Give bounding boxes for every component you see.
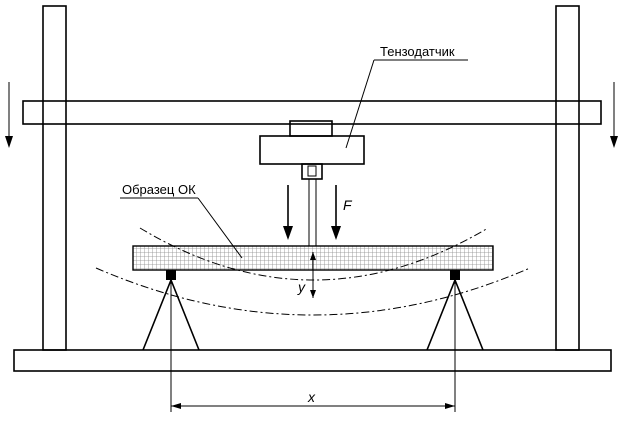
specimen-leader-line: [197, 197, 243, 259]
sensor-neck: [301, 163, 323, 180]
sensor-label: Тензодатчик: [380, 44, 455, 59]
specimen-label: Образец ОК: [122, 182, 196, 197]
left-motion-arrow: [5, 82, 13, 148]
span-dimension: [171, 403, 455, 409]
right-motion-arrow: [610, 82, 618, 148]
deflection-label: y: [297, 279, 306, 295]
right-support: [426, 270, 484, 351]
sensor-neck-inner: [307, 165, 317, 177]
span-label: x: [307, 389, 316, 405]
left-support: [142, 270, 200, 351]
left-column: [42, 5, 67, 351]
crossbeam: [22, 100, 602, 125]
right-column: [555, 5, 580, 351]
base-plate: [13, 349, 612, 372]
force-label: F: [343, 197, 353, 213]
force-arrow-right: [331, 185, 341, 240]
deflection-indicator: [310, 252, 316, 298]
sensor-leader-line: [345, 59, 375, 149]
force-arrow-left: [283, 185, 293, 240]
